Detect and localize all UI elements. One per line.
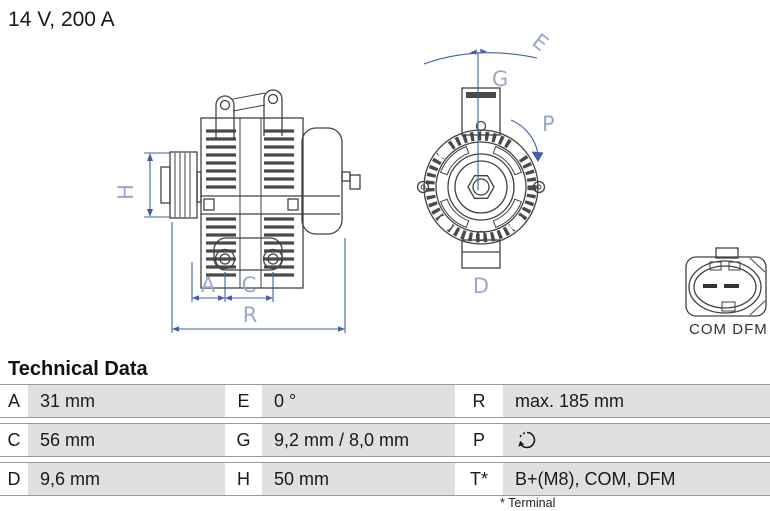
connector-top-tab xyxy=(715,247,739,259)
param-key: G xyxy=(225,424,262,456)
connector-label-com: COM xyxy=(689,321,727,338)
front-view-drawing xyxy=(416,87,546,269)
top-mounting-lug xyxy=(461,87,501,136)
param-value: 0 ° xyxy=(262,385,455,417)
dim-label-c: C xyxy=(242,273,257,297)
dim-label-d: D xyxy=(473,274,489,298)
param-key: T* xyxy=(455,463,503,495)
dim-label-h: H xyxy=(114,184,138,200)
dim-label-g: G xyxy=(492,67,508,91)
alternator-body xyxy=(200,117,304,289)
technical-data-heading: Technical Data xyxy=(8,358,148,380)
param-key: C xyxy=(0,424,28,456)
rotation-arrow-p xyxy=(510,119,539,155)
param-value: 56 mm xyxy=(28,424,225,456)
ear-link-bar xyxy=(232,92,266,112)
table-row: D 9,6 mm H 50 mm T* B+(M8), COM, DFM xyxy=(0,462,770,496)
param-value: 50 mm xyxy=(262,463,455,495)
alternator-diagram: H A C R xyxy=(114,29,768,338)
fan-teeth-ring xyxy=(425,131,537,243)
param-key: A xyxy=(0,385,28,417)
page-title: 14 V, 200 A xyxy=(8,8,115,31)
pulley xyxy=(169,151,198,219)
vent-slots xyxy=(439,145,523,229)
housing-outline xyxy=(423,129,539,245)
param-key: D xyxy=(0,463,28,495)
shaft-hex-nut xyxy=(467,175,495,199)
connector-pin-dfm xyxy=(724,284,739,288)
param-value: 31 mm xyxy=(28,385,225,417)
connector-corner-chamfers xyxy=(749,257,766,316)
param-key: P xyxy=(455,424,503,456)
param-value: max. 185 mm xyxy=(503,385,770,417)
terminal-footnote: * Terminal xyxy=(500,496,556,510)
connector-label-dfm: DFM xyxy=(732,321,768,338)
param-value-icon xyxy=(503,424,770,456)
connector-body xyxy=(685,256,767,317)
dim-label-r: R xyxy=(243,303,258,327)
table-row: C 56 mm G 9,2 mm / 8,0 mm P xyxy=(0,423,770,457)
dim-label-a: A xyxy=(201,273,216,297)
param-key: E xyxy=(225,385,262,417)
dim-label-e: E xyxy=(528,29,553,56)
table-row: A 31 mm E 0 ° R max. 185 mm xyxy=(0,384,770,418)
pulley-hub xyxy=(160,166,171,204)
technical-data-table: A 31 mm E 0 ° R max. 185 mm C 56 mm G 9,… xyxy=(0,384,770,501)
side-view-dimensions: H A C R xyxy=(114,152,346,333)
param-value: 9,2 mm / 8,0 mm xyxy=(262,424,455,456)
dim-label-p: P xyxy=(542,112,555,136)
rear-end-cap xyxy=(301,127,343,235)
front-view-dimensions: E G P D xyxy=(423,29,555,298)
connector-drawing: COM DFM xyxy=(685,247,768,338)
connector-pin-com xyxy=(703,284,717,288)
mounting-bracket xyxy=(213,237,283,271)
param-value: 9,6 mm xyxy=(28,463,225,495)
param-value: B+(M8), COM, DFM xyxy=(503,463,770,495)
side-view-drawing xyxy=(160,89,361,289)
angle-arc-e xyxy=(423,52,538,65)
terminal-stud xyxy=(341,171,351,182)
rotation-direction-icon xyxy=(518,431,536,449)
param-key: R xyxy=(455,385,503,417)
param-key: H xyxy=(225,463,262,495)
